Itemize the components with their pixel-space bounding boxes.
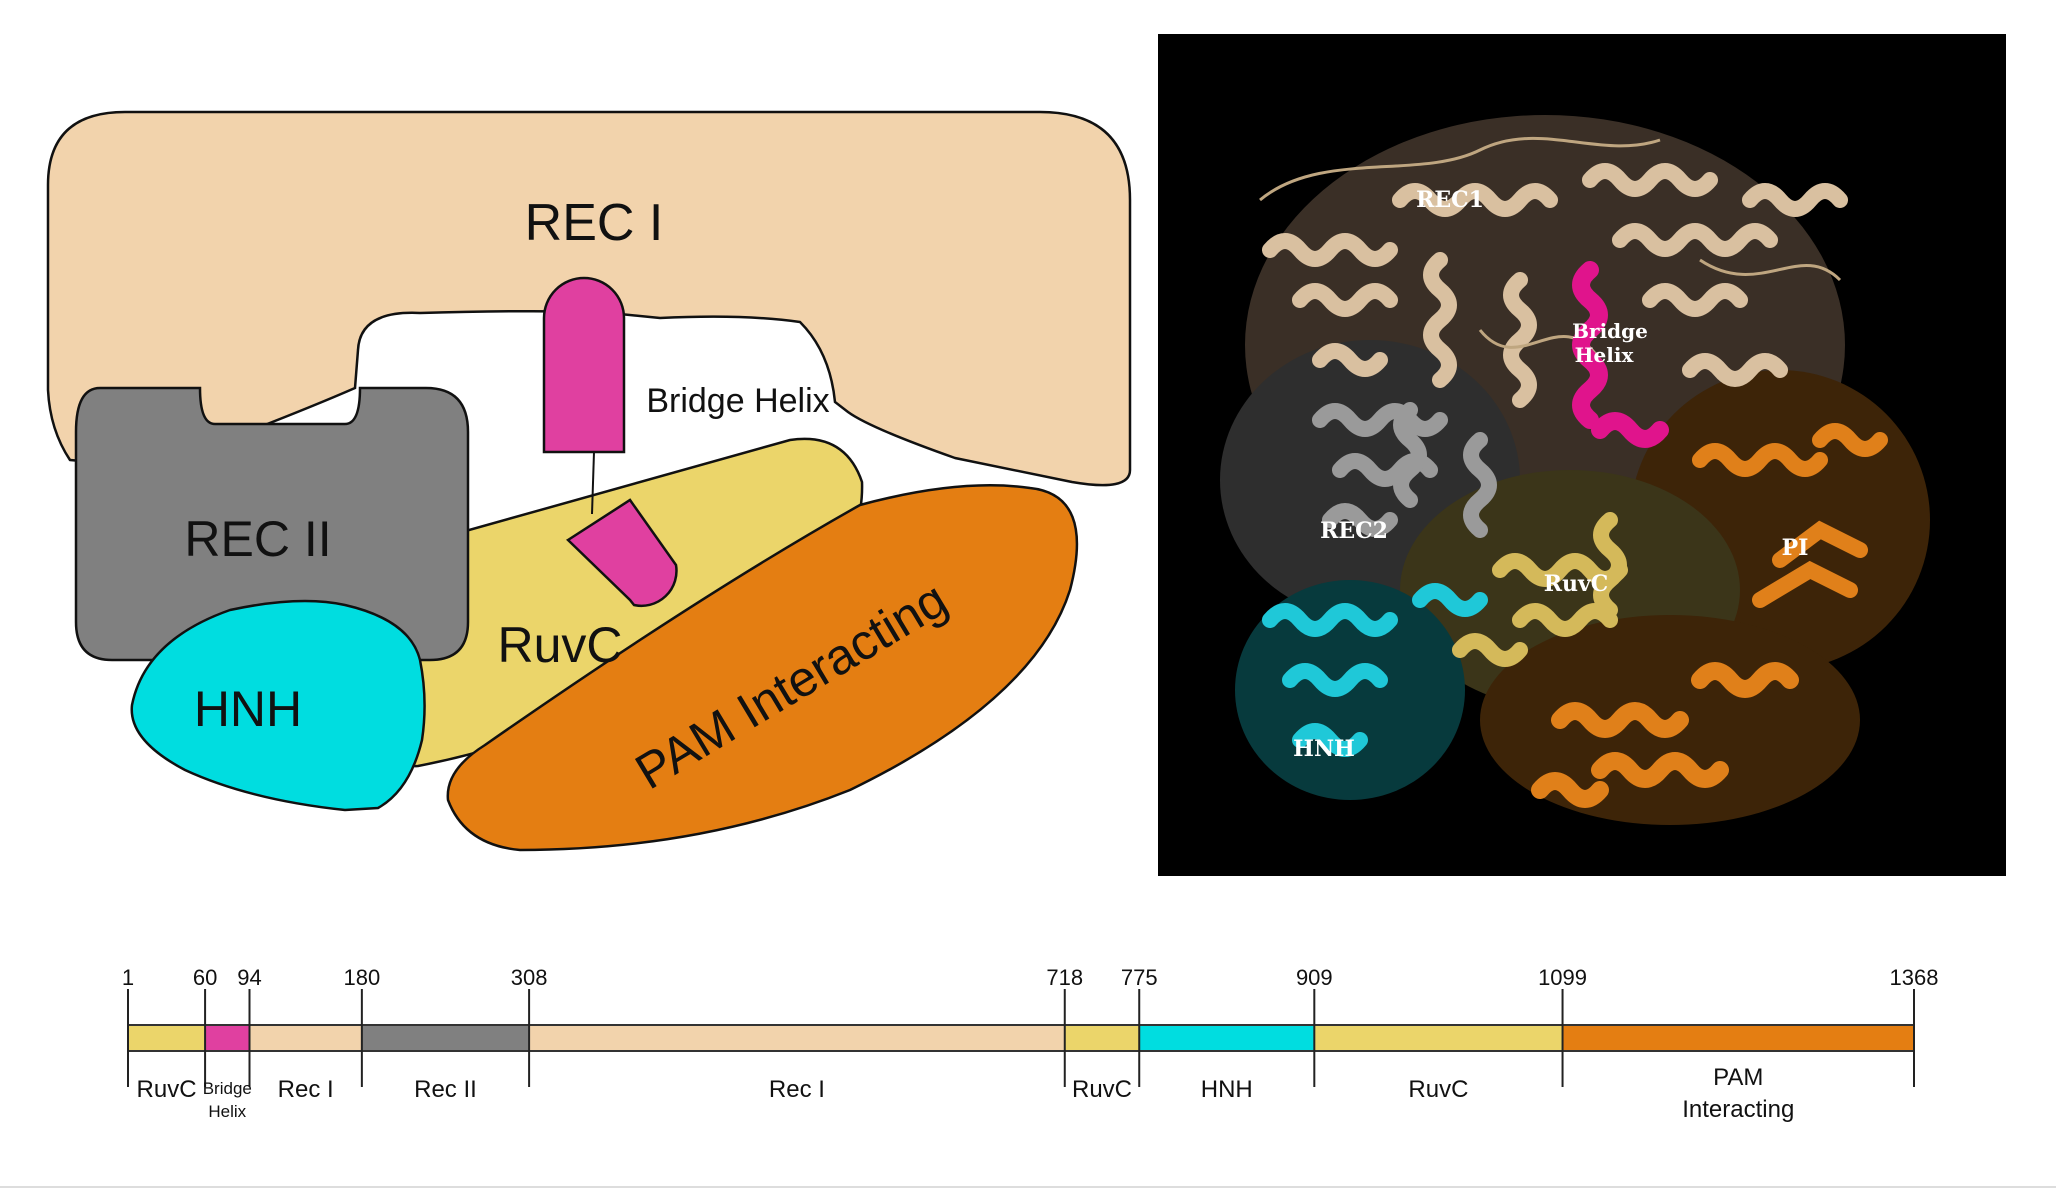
sequence-segment (249, 1025, 362, 1051)
sequence-segment-label: Rec II (414, 1076, 477, 1103)
sequence-tick-label: 1368 (1890, 965, 1939, 990)
pam-ribbons (1531, 662, 1799, 808)
sequence-segment (1064, 1025, 1140, 1051)
sequence-segment-label: Helix (208, 1102, 246, 1121)
structure-label-bridge-line1: Bridge (1572, 319, 1648, 343)
sequence-tick-label: 909 (1296, 965, 1333, 990)
bridge-helix-upper (542, 276, 626, 454)
bridge-helix-ribbon (1572, 261, 1669, 448)
sequence-tick-label: 180 (344, 965, 381, 990)
sequence-segment (1314, 1025, 1563, 1051)
sequence-segment-label: RuvC (1072, 1076, 1132, 1103)
sequence-tick-label: 1 (122, 965, 134, 990)
hnh-ribbons (1262, 583, 1488, 757)
rec2-shape (74, 386, 470, 662)
sequence-segment-label: RuvC (137, 1076, 197, 1103)
sequence-segment (361, 1025, 530, 1051)
structure-label-rec2: REC2 (1320, 518, 1388, 544)
rec1-label: REC I (525, 194, 664, 252)
sequence-segment-label: Rec I (769, 1076, 825, 1103)
ruvc-ribbons (1452, 512, 1628, 667)
bridge-helix-connector (591, 451, 595, 515)
sequence-tick-label: 94 (237, 965, 261, 990)
sequence-segment (1139, 1025, 1315, 1051)
sequence-tick-label: 718 (1046, 965, 1083, 990)
structure-panel: REC1 Bridge Helix REC2 RuvC PI HNH (1158, 34, 2006, 876)
structure-label-ruvc: RuvC (1544, 571, 1609, 597)
rec2-helices (1312, 402, 1497, 538)
sequence-segment (529, 1025, 1065, 1051)
rec2-label: REC II (184, 511, 331, 567)
domain-schematic: REC I Bridge Helix REC II RuvC HNH PAM I… (46, 110, 1132, 852)
bridge-helix-label: Bridge Helix (646, 382, 829, 420)
structure-label-hnh: HNH (1293, 736, 1355, 762)
sequence-segment (205, 1025, 250, 1051)
sequence-segment-label: HNH (1201, 1076, 1253, 1103)
structure-label-rec1: REC1 (1416, 187, 1484, 213)
sequence-tick-label: 308 (511, 965, 548, 990)
sequence-segment (1562, 1025, 1914, 1051)
bridge-helix-lower (565, 498, 678, 607)
hnh-shape (130, 599, 426, 812)
sequence-segment-label: Rec I (278, 1076, 334, 1103)
sequence-segment-label: Bridge (203, 1079, 252, 1098)
pi-ribbons (1692, 423, 1888, 608)
sequence-segment-label: RuvC (1408, 1076, 1468, 1103)
structure-label-bridge-line2: Helix (1575, 343, 1635, 367)
rec1-helices (1262, 163, 1848, 408)
sequence-segment (128, 1025, 206, 1051)
sequence-tick-label: 60 (193, 965, 217, 990)
hnh-label: HNH (194, 681, 302, 737)
sequence-segment-label: PAM (1713, 1064, 1763, 1091)
sequence-segment-label: Interacting (1682, 1096, 1794, 1123)
ruvc-label: RuvC (497, 617, 622, 673)
sequence-tick-label: 775 (1121, 965, 1158, 990)
pam-shape (446, 484, 1079, 852)
sequence-tick-label: 1099 (1538, 965, 1587, 990)
structure-label-pi: PI (1782, 535, 1809, 561)
